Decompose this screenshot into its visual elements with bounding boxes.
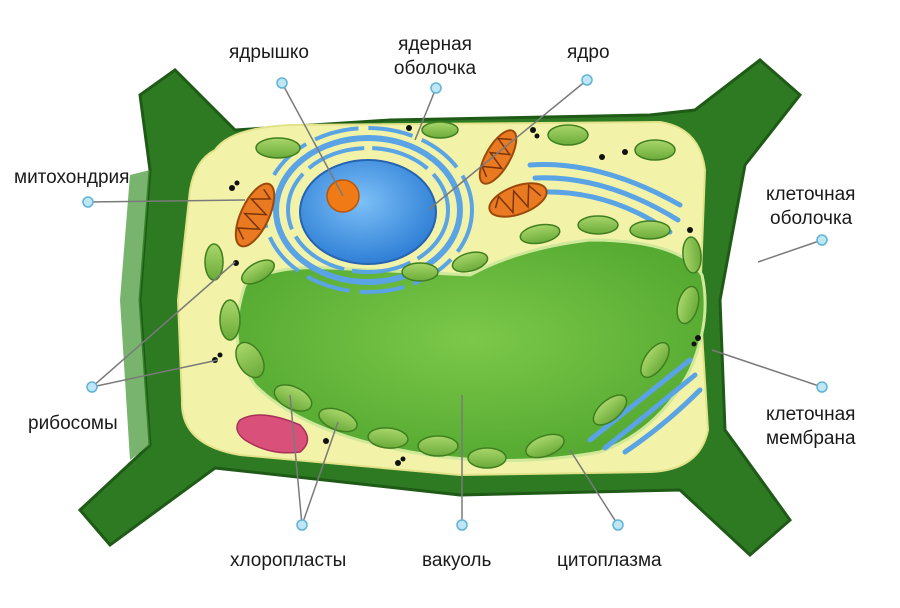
- label-cell-wall-2: оболочка: [770, 208, 853, 229]
- chloroplasts-ring: [204, 215, 702, 469]
- nucleus: [299, 159, 437, 265]
- chloroplasts-top: [255, 121, 676, 161]
- label-cytoplasm: цитоплазма: [557, 550, 662, 571]
- label-nuclear-envelope-1: ядерная: [398, 34, 472, 55]
- mitochondrion-top: [478, 129, 518, 185]
- pointer-lines: [87, 79, 823, 526]
- golgi-body: [236, 414, 309, 454]
- label-mitochondria: митохондрия: [14, 167, 130, 188]
- label-nucleolus: ядрышко: [229, 42, 309, 63]
- label-ribosomes: рибосомы: [28, 413, 118, 434]
- cell-wall-highlight: [120, 170, 150, 460]
- label-nucleus: ядро: [567, 42, 610, 63]
- label-cell-membrane-2: мембрана: [766, 428, 856, 449]
- label-cell-membrane-1: клеточная: [766, 404, 856, 425]
- label-vacuole: вакуоль: [422, 550, 492, 571]
- er-ring-1: [286, 146, 450, 274]
- er-lower-right: [587, 357, 703, 455]
- label-cell-wall-1: клеточная: [766, 184, 856, 205]
- mitochondrion-right: [488, 182, 548, 218]
- label-nuclear-envelope-2: оболочка: [393, 58, 477, 79]
- nuclear-envelope-outer: [273, 135, 463, 285]
- label-chloroplasts: хлоропласты: [230, 550, 347, 571]
- mitochondrion-left: [234, 182, 276, 248]
- pointer-dots: [82, 74, 828, 531]
